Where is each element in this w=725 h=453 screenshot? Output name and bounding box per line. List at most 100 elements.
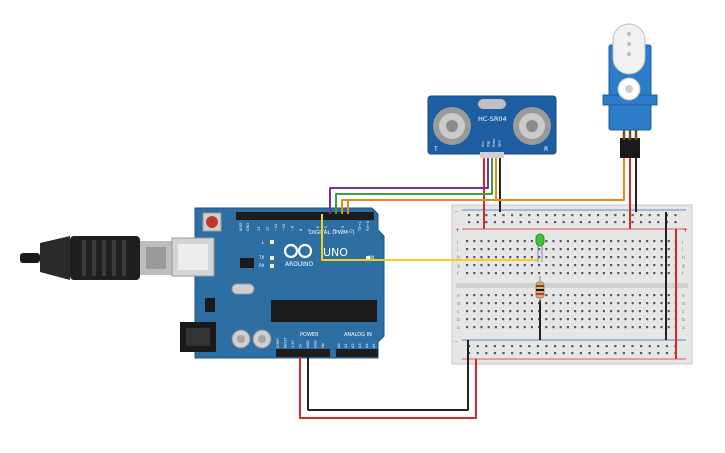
breadboard-hole (622, 214, 625, 217)
digital-pin-label: ~11 (274, 224, 278, 231)
breadboard-hole (653, 318, 656, 321)
row-letter: i (682, 247, 683, 253)
breadboard-hole (554, 345, 557, 348)
breadboard-hole (536, 345, 539, 348)
breadboard-hole (617, 272, 620, 275)
breadboard-hole (653, 326, 656, 329)
breadboard-hole (602, 318, 605, 321)
breadboard-hole (502, 240, 505, 243)
breadboard-hole (566, 264, 569, 267)
breadboard-hole (509, 302, 512, 305)
row-letter: d (457, 301, 460, 307)
breadboard-hole (581, 256, 584, 259)
breadboard-hole (640, 221, 643, 224)
breadboard-hole (605, 352, 608, 355)
breadboard-hole (646, 326, 649, 329)
sensor-pin-label: Vcc (481, 141, 485, 147)
breadboard-hole (624, 318, 627, 321)
breadboard-hole (516, 302, 519, 305)
analog-pin-label: A3 (358, 343, 362, 348)
breadboard-hole (494, 272, 497, 275)
breadboard-hole (602, 240, 605, 243)
breadboard-hole (487, 264, 490, 267)
breadboard-hole (595, 256, 598, 259)
breadboard-hole (660, 256, 663, 259)
breadboard-hole (631, 318, 634, 321)
breadboard-hole (602, 272, 605, 275)
breadboard-hole (487, 302, 490, 305)
breadboard-hole (545, 294, 548, 297)
breadboard-hole (660, 272, 663, 275)
sensor-pin-label: Echo (492, 139, 496, 147)
breadboard-hole (610, 256, 613, 259)
breadboard-hole (516, 272, 519, 275)
breadboard-hole (554, 352, 557, 355)
breadboard-hole (528, 352, 531, 355)
breadboard-hole (552, 264, 555, 267)
breadboard-hole (468, 221, 471, 224)
breadboard-hole (516, 294, 519, 297)
breadboard-hole (502, 248, 505, 251)
breadboard-hole (566, 326, 569, 329)
breadboard-hole (610, 264, 613, 267)
digital-pin-label: ~6 (316, 226, 320, 231)
breadboard-hole (509, 318, 512, 321)
breadboard-hole (559, 326, 562, 329)
breadboard-hole (545, 256, 548, 259)
breadboard-hole (667, 264, 670, 267)
breadboard-hole (523, 264, 526, 267)
digital-header-label: DIGITAL (PWM~) (309, 230, 355, 236)
breadboard-hole (610, 318, 613, 321)
breadboard-hole (511, 352, 514, 355)
wire-led-signal (321, 214, 538, 261)
breadboard-hole (473, 240, 476, 243)
rx-led-label: RX (259, 263, 265, 268)
breadboard-hole (653, 256, 656, 259)
breadboard-hole (473, 302, 476, 305)
breadboard-hole (528, 221, 531, 224)
breadboard-hole (509, 310, 512, 313)
breadboard-hole (473, 264, 476, 267)
breadboard-hole (610, 272, 613, 275)
breadboard-hole (614, 214, 617, 217)
breadboard-hole (473, 248, 476, 251)
breadboard-hole (605, 221, 608, 224)
digital-pin-label: 8 (299, 229, 303, 231)
breadboard-hole (519, 352, 522, 355)
breadboard-hole (631, 326, 634, 329)
breadboard-hole (480, 272, 483, 275)
breadboard-hole (509, 256, 512, 259)
breadboard-hole (667, 318, 670, 321)
breadboard-hole (588, 294, 591, 297)
breadboard-hole (487, 318, 490, 321)
row-letter: a (457, 326, 460, 331)
row-letter: b (457, 317, 460, 323)
rail-plus-top-left: + (455, 227, 460, 234)
breadboard-hole (494, 240, 497, 243)
breadboard-hole (631, 272, 634, 275)
breadboard-hole (617, 256, 620, 259)
breadboard-hole (562, 221, 565, 224)
breadboard-hole (480, 318, 483, 321)
breadboard-hole (653, 310, 656, 313)
breadboard-hole (493, 214, 496, 217)
breadboard-hole (597, 221, 600, 224)
breadboard-hole (574, 240, 577, 243)
breadboard-hole (502, 264, 505, 267)
breadboard-hole (530, 240, 533, 243)
row-letter: j (456, 239, 458, 245)
breadboard-hole (536, 214, 539, 217)
breadboard-hole (588, 318, 591, 321)
breadboard-hole (516, 240, 519, 243)
breadboard-hole (617, 264, 620, 267)
breadboard-hole (571, 345, 574, 348)
breadboard-hole (638, 240, 641, 243)
breadboard-hole (667, 240, 670, 243)
breadboard-hole (610, 302, 613, 305)
tx-led-label: TX (258, 255, 264, 260)
breadboard-hole (523, 294, 526, 297)
analog-pin-label: A1 (344, 343, 348, 348)
breadboard-hole (648, 352, 651, 355)
sensor-pin-label: Trig (487, 141, 491, 148)
